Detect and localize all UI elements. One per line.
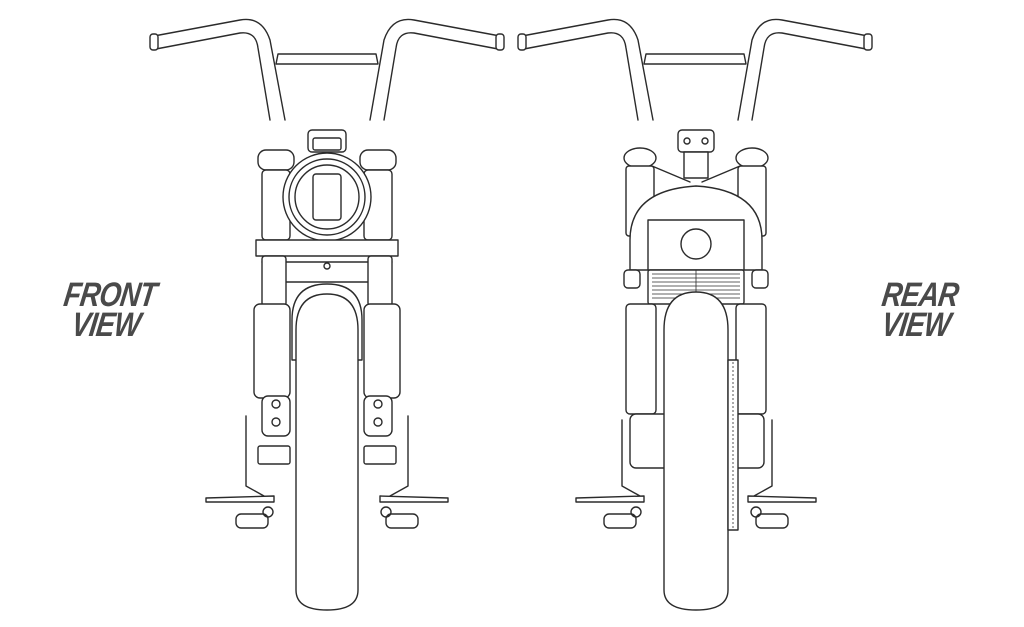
front-headlight-assembly	[255, 129, 399, 283]
rear-wheel	[663, 291, 739, 611]
rear-fender-and-taillight	[623, 185, 769, 305]
rear-view-drawing	[517, 18, 873, 611]
front-wheel	[291, 283, 363, 611]
front-fork-left	[245, 255, 291, 497]
front-footpegs	[205, 495, 449, 529]
rear-swingarm-left	[621, 303, 671, 497]
front-handlebar	[149, 18, 505, 121]
front-fork-right	[363, 255, 409, 497]
rear-handlebar	[517, 18, 873, 121]
front-view-drawing	[149, 18, 505, 611]
rear-footpegs	[575, 495, 817, 529]
rear-belt-drive	[727, 359, 739, 531]
